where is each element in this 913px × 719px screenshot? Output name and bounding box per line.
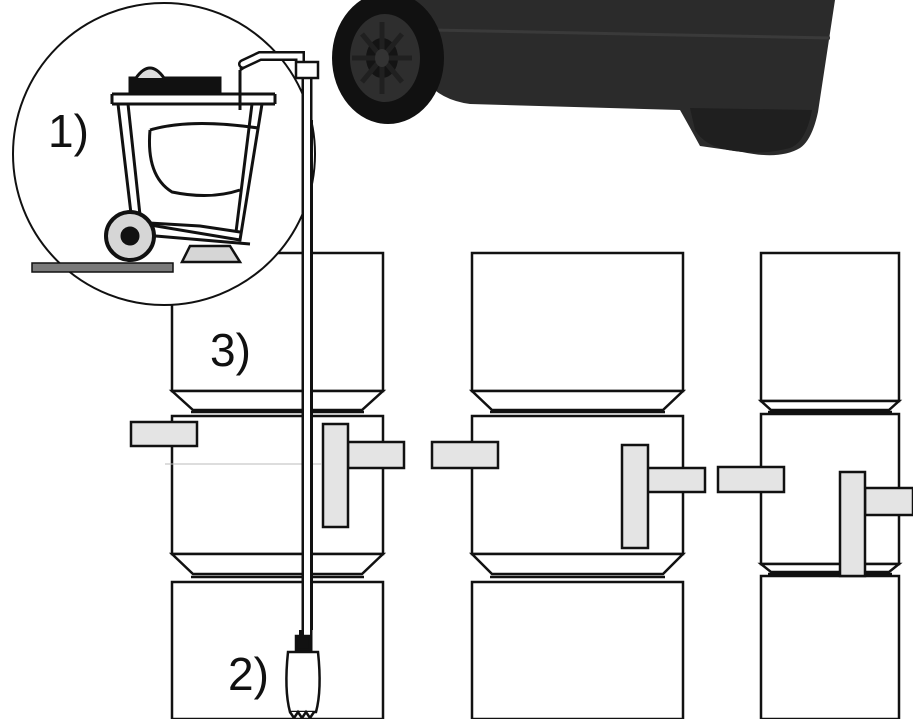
detail-magnifier: [12, 2, 316, 306]
outlet-pipe-3: [863, 486, 913, 517]
baffle-2: [620, 443, 650, 550]
label-step-1: 1): [48, 105, 89, 157]
baffle-1: [321, 422, 350, 529]
label-step-3: 3): [210, 324, 251, 376]
outlet-pipe-2: [645, 466, 707, 494]
inlet-pipe-1: [129, 420, 199, 448]
inlet-pipe-2: [430, 440, 500, 470]
bin-wheel-icon: [332, 0, 444, 124]
manhole-column-1: [168, 251, 387, 719]
submersible-pump-icon: [285, 634, 321, 719]
pipes: [129, 420, 913, 578]
label-step-2: 2): [228, 648, 269, 700]
pump-cart-icon: [104, 56, 277, 264]
outlet-pipe-1: [346, 440, 406, 470]
baffle-3: [838, 470, 867, 578]
wheelie-bin-icon: [332, 0, 835, 156]
ground-slab: [31, 262, 174, 273]
inlet-pipe-3: [716, 465, 786, 494]
